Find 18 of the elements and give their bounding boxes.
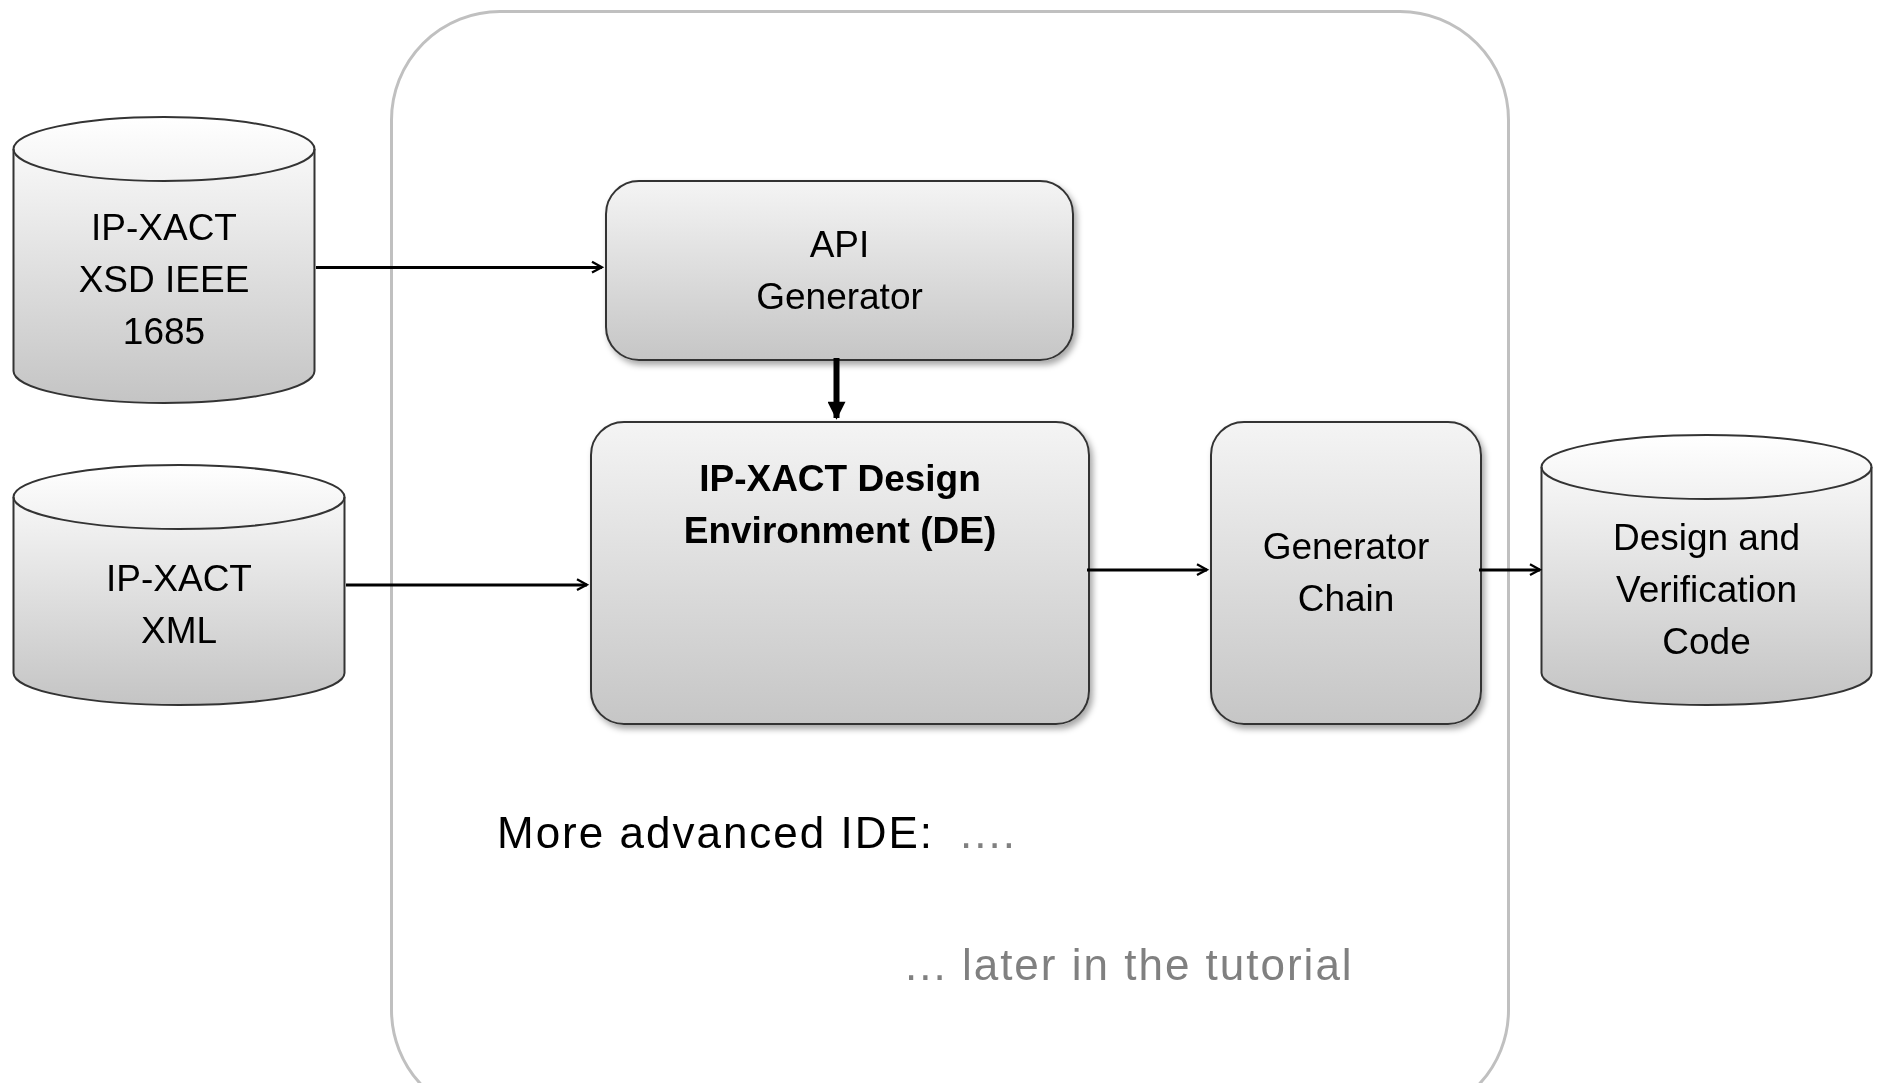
- node-label: API Generator: [755, 222, 924, 319]
- process-box: [605, 180, 1074, 361]
- process-box: [590, 421, 1090, 725]
- container-box: [390, 10, 1510, 1083]
- arrow: [1479, 563, 1541, 576]
- arrow: [346, 578, 588, 591]
- node-label: Design and Verification Code: [1611, 516, 1802, 664]
- node-label: IP-XACT XML: [105, 557, 253, 653]
- arrow: [316, 261, 603, 274]
- note-text: ... later in the tutorial: [905, 939, 1354, 991]
- process-box: [1210, 421, 1482, 725]
- arrow: [827, 358, 846, 420]
- note-text: More advanced IDE:: [497, 807, 935, 859]
- node-label: IP-XACT XSD IEEE 1685: [77, 206, 251, 354]
- arrow: [1087, 563, 1208, 576]
- node-label: IP-XACT Design Environment (DE): [682, 457, 998, 553]
- note-text: ....: [960, 807, 1017, 859]
- node-label: Generator Chain: [1261, 525, 1431, 621]
